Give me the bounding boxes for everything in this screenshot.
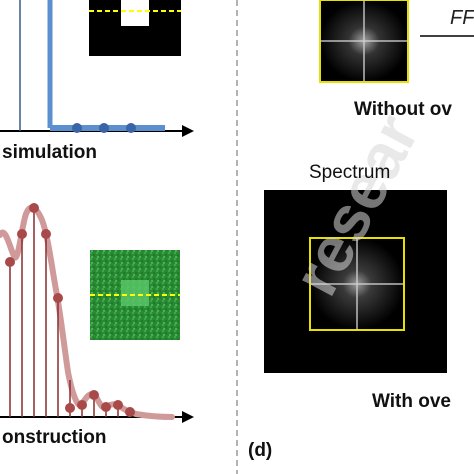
reconstruction-caption: onstruction [2, 427, 107, 448]
spectrum-with-oversampling [264, 190, 447, 373]
with-oversampling-caption: With ove [372, 391, 451, 412]
panel-letter-d: (d) [248, 440, 273, 461]
fft-label: FF [450, 7, 474, 29]
reconstruction-plot [0, 203, 194, 423]
spectrum-title: Spectrum [309, 162, 391, 183]
simulation-caption: simulation [2, 142, 98, 163]
spectrum-without-oversampling [319, 0, 409, 83]
simulation-point [99, 123, 109, 133]
simulation-object-image [89, 0, 181, 56]
reconstruction-object-image [90, 250, 180, 340]
simulation-plot [0, 0, 194, 137]
arrow-right-icon [182, 125, 194, 137]
arrow-right-icon [182, 411, 194, 423]
simulation-point [72, 123, 82, 133]
simulation-point [126, 123, 136, 133]
without-oversampling-caption: Without ov [354, 99, 452, 120]
